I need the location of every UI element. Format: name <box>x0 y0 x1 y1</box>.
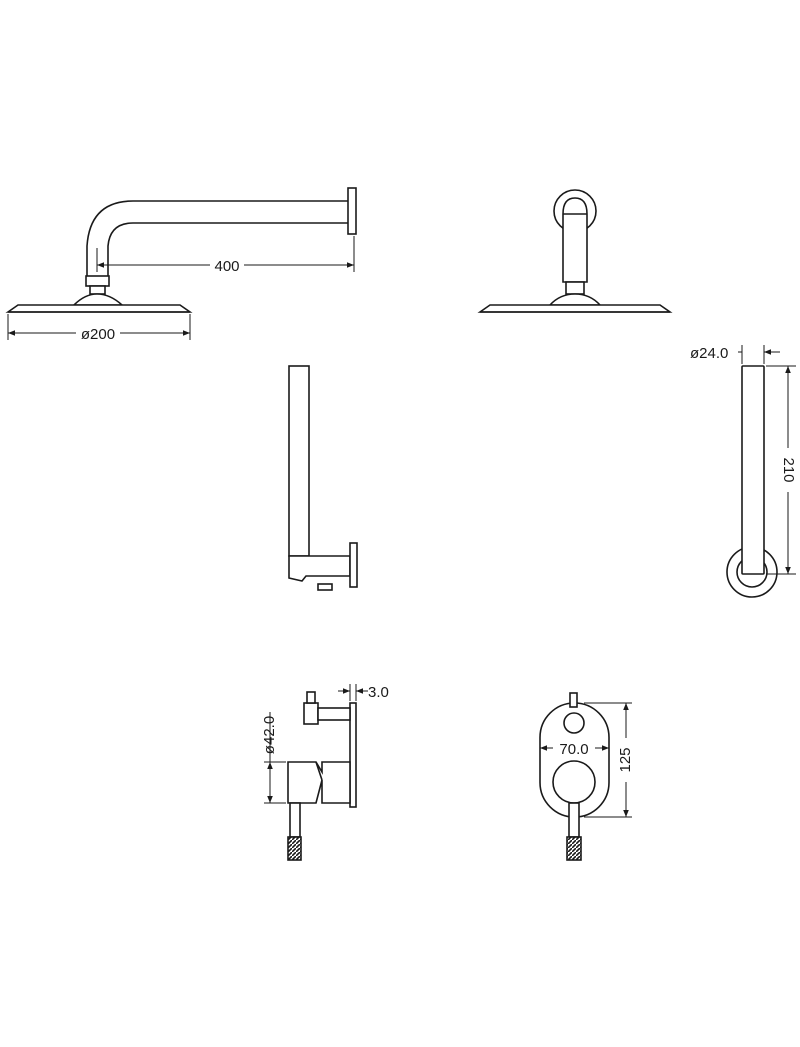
rail-bracket-side <box>288 555 351 582</box>
rail-tube-front <box>741 365 765 575</box>
mixer-lever-side <box>289 802 301 838</box>
front-head-dome <box>548 293 602 306</box>
rail-wall-plate-side <box>349 542 358 588</box>
arm-tube <box>86 200 348 276</box>
front-joint <box>565 281 585 295</box>
diverter-knob-side <box>303 702 319 725</box>
shower-arm-front-view <box>477 189 673 313</box>
front-head-plate <box>477 304 673 313</box>
diverter-knob-front <box>563 712 585 734</box>
arm-wall-flange <box>347 187 357 235</box>
dim-mixer-diameter: ø42.0 <box>261 716 278 754</box>
mixer-side-view: 3.0 ø42.0 <box>261 684 389 861</box>
diverter-stem-side <box>317 707 351 721</box>
rail-outlet-side <box>317 583 333 591</box>
dim-head-diameter: ø200 <box>81 326 115 343</box>
mixer-lever-grip-front <box>566 836 582 861</box>
head-dome <box>72 293 125 306</box>
mixer-lever-grip-side <box>287 836 302 861</box>
dim-plate-width: 70.0 <box>559 741 588 758</box>
arm-joint-nut <box>85 275 110 287</box>
diverter-lever-side <box>306 691 316 704</box>
mixer-handle-side <box>287 761 351 804</box>
dim-rail-diameter: ø24.0 <box>690 345 728 362</box>
mixer-cover-plate-side <box>349 702 357 808</box>
dim-rail-length: 210 <box>780 457 797 482</box>
rail-side-view <box>288 365 358 591</box>
mixer-lever-front <box>568 802 580 838</box>
head-plate <box>5 304 193 313</box>
dim-arm-length: 400 <box>214 258 239 275</box>
shower-arm-side-view: 400 ø200 <box>5 187 357 343</box>
rail-tube-side <box>288 365 310 557</box>
dim-plate-thickness: 3.0 <box>368 684 389 701</box>
rail-front-view: ø24.0 210 <box>690 345 797 598</box>
diverter-lever-front <box>569 692 578 708</box>
mixer-front-view: 70.0 125 <box>539 692 634 861</box>
arm-joint-swivel <box>89 285 106 295</box>
dim-plate-height: 125 <box>617 747 634 772</box>
front-arm-tube <box>562 197 588 283</box>
mixer-handle-front <box>552 760 596 804</box>
